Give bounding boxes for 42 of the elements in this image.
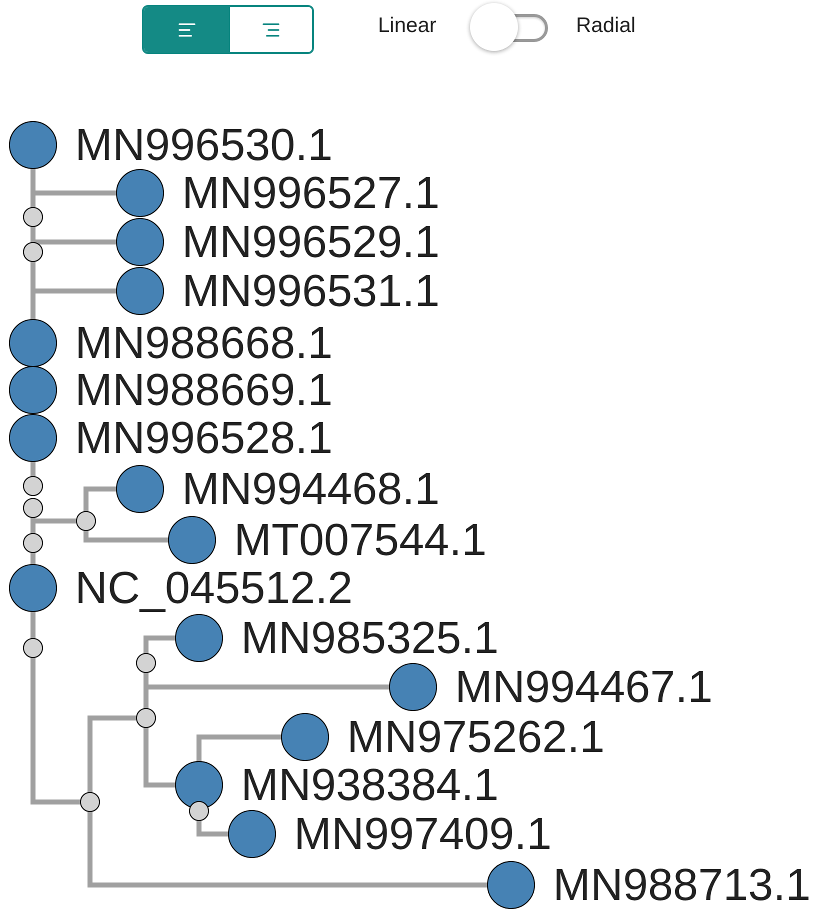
sequence-label: MN985325.1 bbox=[241, 615, 499, 661]
tree-branch bbox=[144, 728, 175, 788]
radial-label: Radial bbox=[576, 13, 636, 39]
tree-branch bbox=[196, 821, 228, 836]
tree-branch bbox=[144, 636, 175, 653]
tree-branch bbox=[30, 658, 80, 804]
branch-node bbox=[23, 498, 43, 518]
branch-node bbox=[80, 792, 100, 812]
branch-node bbox=[136, 653, 156, 673]
tree-branch bbox=[196, 734, 281, 761]
sequence-label: MN988669.1 bbox=[75, 367, 333, 413]
sequence-label: MN996527.1 bbox=[182, 170, 440, 216]
tree-branch bbox=[30, 462, 36, 476]
tree-branch bbox=[88, 812, 487, 888]
branch-node bbox=[23, 533, 43, 553]
tree-branch bbox=[84, 531, 168, 542]
tree-branch bbox=[30, 227, 36, 242]
sequence-label: MN996530.1 bbox=[75, 122, 333, 168]
linear-label: Linear bbox=[378, 13, 436, 39]
sequence-label: MN975262.1 bbox=[347, 714, 605, 760]
sequence-label: MN938384.1 bbox=[241, 762, 499, 808]
sequence-label: MT007544.1 bbox=[234, 517, 487, 563]
sequence-label: MN994467.1 bbox=[455, 664, 713, 710]
branch-node bbox=[23, 207, 43, 227]
sequence-label: MN988668.1 bbox=[75, 320, 333, 366]
branch-node bbox=[23, 476, 43, 496]
sequence-label: MN996529.1 bbox=[182, 219, 440, 265]
branch-node bbox=[23, 638, 43, 658]
tree-branch bbox=[30, 612, 36, 638]
tree-branch bbox=[84, 486, 116, 511]
tree-branch bbox=[88, 716, 136, 792]
branch-node bbox=[23, 242, 43, 262]
sequence-label: MN997409.1 bbox=[294, 811, 552, 857]
sequence-label: MN994468.1 bbox=[182, 466, 440, 512]
sequence-label: MN988713.1 bbox=[553, 862, 811, 908]
sequence-label: MN996528.1 bbox=[75, 415, 333, 461]
tree-branch bbox=[30, 553, 36, 564]
branch-node bbox=[76, 511, 96, 531]
branch-node bbox=[189, 801, 209, 821]
branch-node bbox=[136, 708, 156, 728]
sequence-label: NC_045512.2 bbox=[75, 565, 353, 611]
sequence-label: MN996531.1 bbox=[182, 268, 440, 314]
